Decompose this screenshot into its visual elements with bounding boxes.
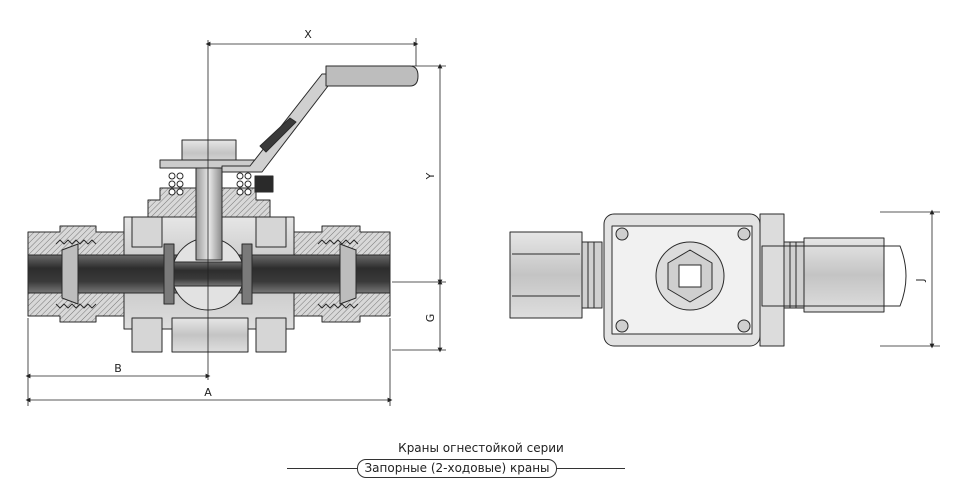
lock-block <box>254 175 274 193</box>
type-caption: Запорные (2-ходовые) краны <box>357 459 557 478</box>
dimension-label-j: J <box>914 278 927 282</box>
handle-grip-stripe <box>259 117 297 153</box>
body-bottom <box>171 317 249 353</box>
right-seat <box>241 243 253 305</box>
top-right-collar <box>783 241 805 309</box>
body-bolt-right-bottom <box>255 317 287 353</box>
dimension-lines-right <box>880 209 940 349</box>
top-right-nut <box>803 237 885 313</box>
left-ferrule <box>61 243 79 305</box>
top-handle <box>761 245 907 307</box>
right-ferrule <box>339 243 357 305</box>
top-stem-square <box>678 264 702 288</box>
body-bolt-left-top <box>131 216 163 248</box>
top-bolt-tl <box>615 227 629 241</box>
handle-grip <box>325 65 419 87</box>
top-left-collar <box>581 241 603 309</box>
top-right-block <box>759 213 785 347</box>
spring-washers <box>168 172 252 196</box>
top-bolt-br <box>737 319 751 333</box>
dimension-label-g: G <box>424 314 437 323</box>
right-thread <box>317 239 359 309</box>
dimension-label-b: B <box>114 362 122 375</box>
dimension-label-x: X <box>304 28 312 41</box>
dimension-label-y: Y <box>424 172 437 180</box>
left-seat <box>163 243 175 305</box>
series-caption: Краны огнестойкой серии <box>398 441 564 455</box>
handle <box>221 73 409 173</box>
section-view <box>27 65 419 353</box>
body-bolt-right-top <box>255 216 287 248</box>
dimension-label-a: A <box>204 386 212 399</box>
top-bolt-tr <box>737 227 751 241</box>
dimension-lines-left <box>25 38 446 406</box>
top-left-nut <box>509 231 583 319</box>
top-bolt-bl <box>615 319 629 333</box>
type-caption-group: Запорные (2-ходовые) краны <box>287 457 625 479</box>
body-bolt-left-bottom <box>131 317 163 353</box>
top-view <box>509 213 907 347</box>
left-thread <box>55 239 97 309</box>
